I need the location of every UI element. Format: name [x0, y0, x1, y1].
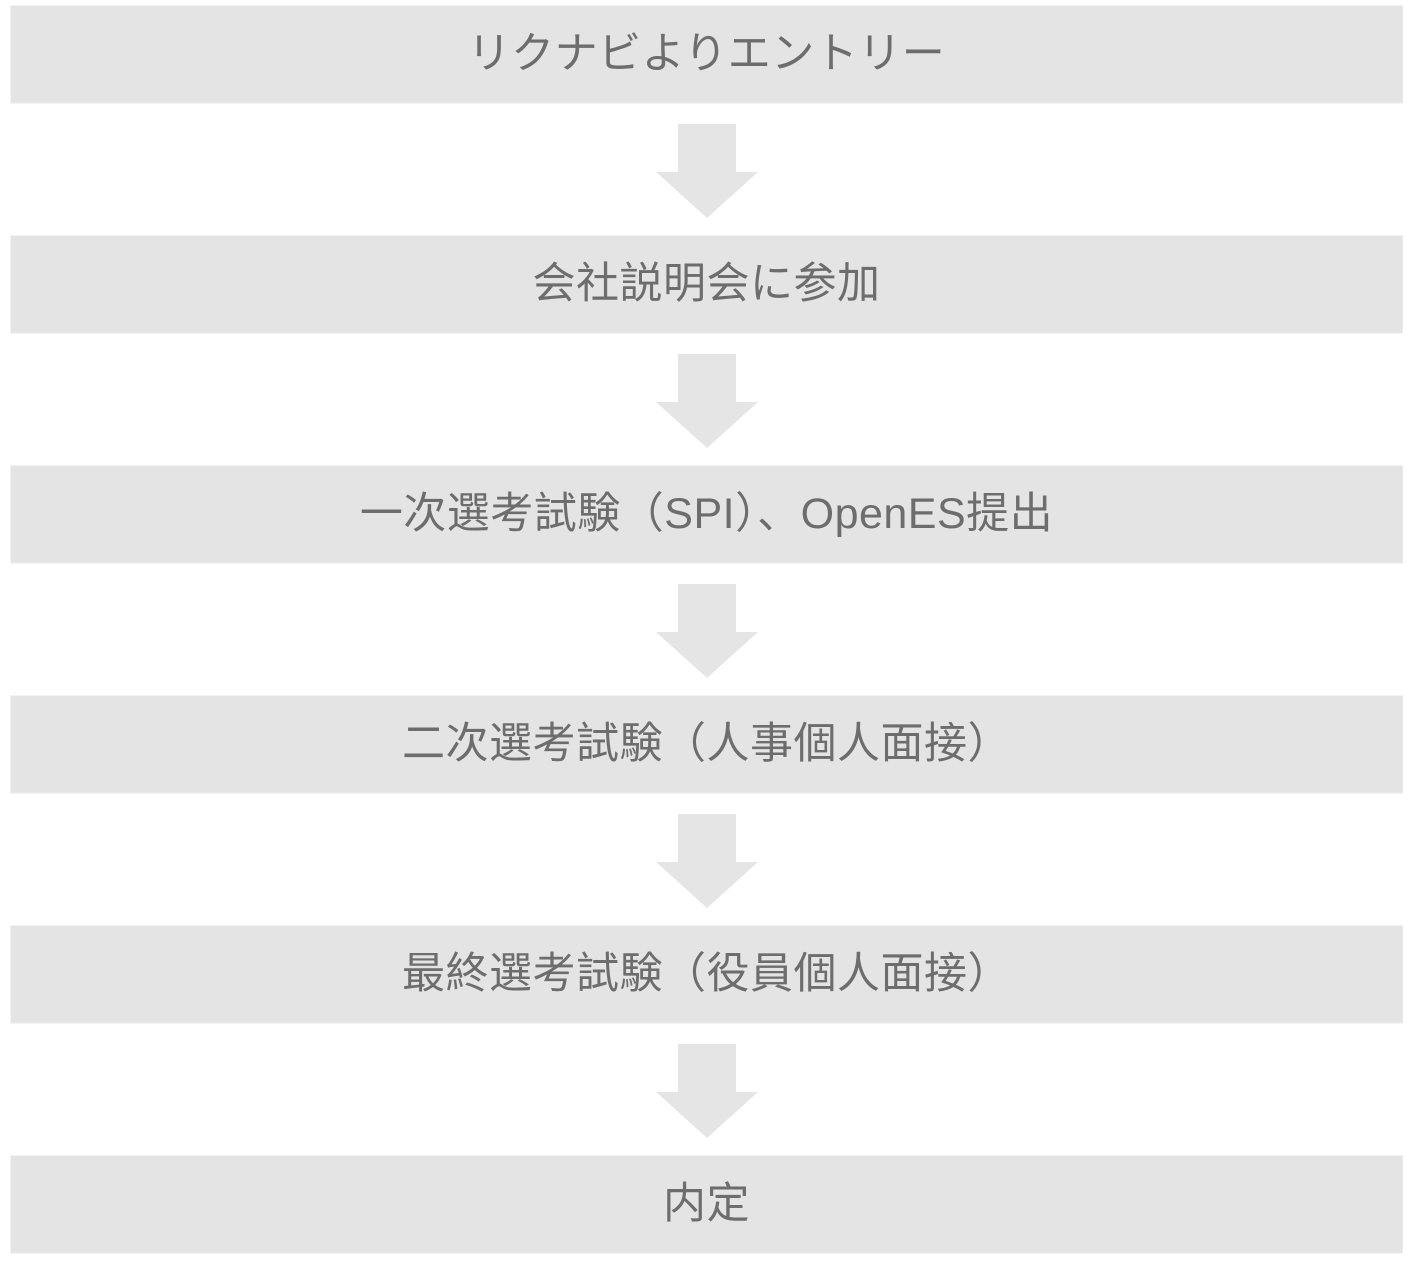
flow-step-label: リクナビよりエントリー: [467, 29, 946, 78]
flow-step-label: 一次選考試験（SPI）、OpenES提出: [359, 489, 1054, 538]
flow-step-3: 一次選考試験（SPI）、OpenES提出: [10, 465, 1403, 563]
arrow-down-icon: [656, 814, 758, 908]
arrow-down-icon: [656, 124, 758, 218]
flow-step-label: 最終選考試験（役員個人面接）: [402, 949, 1011, 998]
flow-step-label: 会社説明会に参加: [532, 259, 881, 308]
arrow-down-icon: [656, 354, 758, 448]
flow-step-2: 会社説明会に参加: [10, 235, 1403, 333]
flow-step-1: リクナビよりエントリー: [10, 5, 1403, 103]
flow-step-5: 最終選考試験（役員個人面接）: [10, 925, 1403, 1023]
flow-step-label: 内定: [663, 1179, 750, 1228]
arrow-down-icon: [656, 1044, 758, 1138]
arrow-down-icon: [656, 584, 758, 678]
flow-step-4: 二次選考試験（人事個人面接）: [10, 695, 1403, 793]
flow-step-6: 内定: [10, 1155, 1403, 1253]
flow-step-label: 二次選考試験（人事個人面接）: [402, 719, 1011, 768]
